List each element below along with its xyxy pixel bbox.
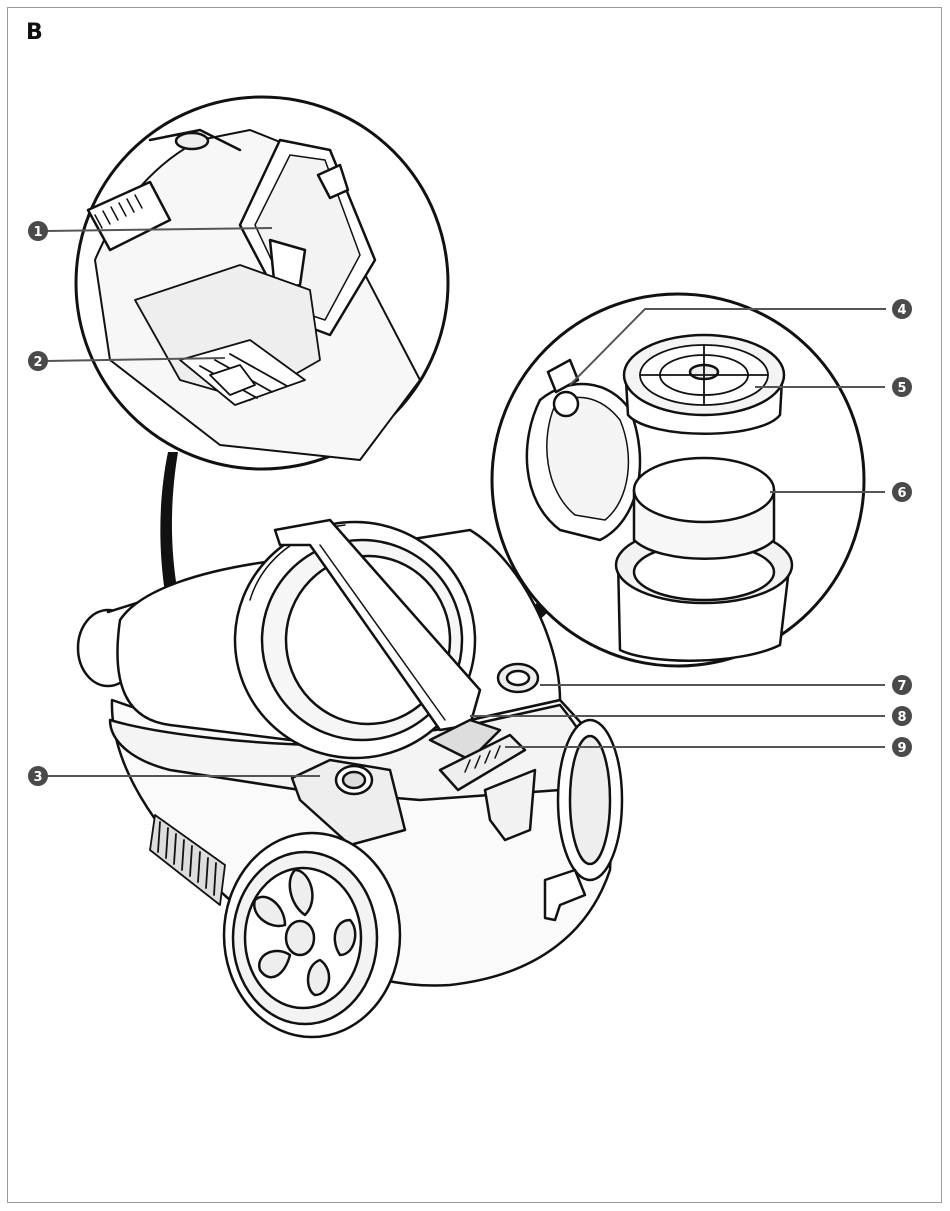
svg-text:7: 7 [897, 679, 906, 694]
callout-2: 2 [28, 351, 48, 371]
zoom-detail-bag-compartment [76, 97, 448, 469]
cord-rewind-button [498, 664, 538, 692]
svg-text:6: 6 [897, 486, 906, 501]
callout-4: 4 [892, 299, 912, 319]
callout-6: 6 [892, 482, 912, 502]
callout-7: 7 [892, 675, 912, 695]
svg-text:8: 8 [897, 710, 906, 725]
callout-1: 1 [28, 221, 48, 241]
svg-text:9: 9 [897, 741, 906, 756]
svg-text:4: 4 [897, 303, 906, 318]
zoom-detail-filter [492, 294, 864, 666]
svg-text:3: 3 [33, 770, 42, 785]
foam-filter [634, 458, 774, 559]
svg-text:5: 5 [897, 381, 906, 396]
svg-text:1: 1 [33, 225, 42, 240]
callout-5: 5 [892, 377, 912, 397]
callout-9: 9 [892, 737, 912, 757]
callout-3: 3 [28, 766, 48, 786]
svg-text:2: 2 [33, 355, 42, 370]
grid-filter-cap [624, 335, 784, 434]
main-wheel [224, 833, 400, 1037]
callout-8: 8 [892, 706, 912, 726]
